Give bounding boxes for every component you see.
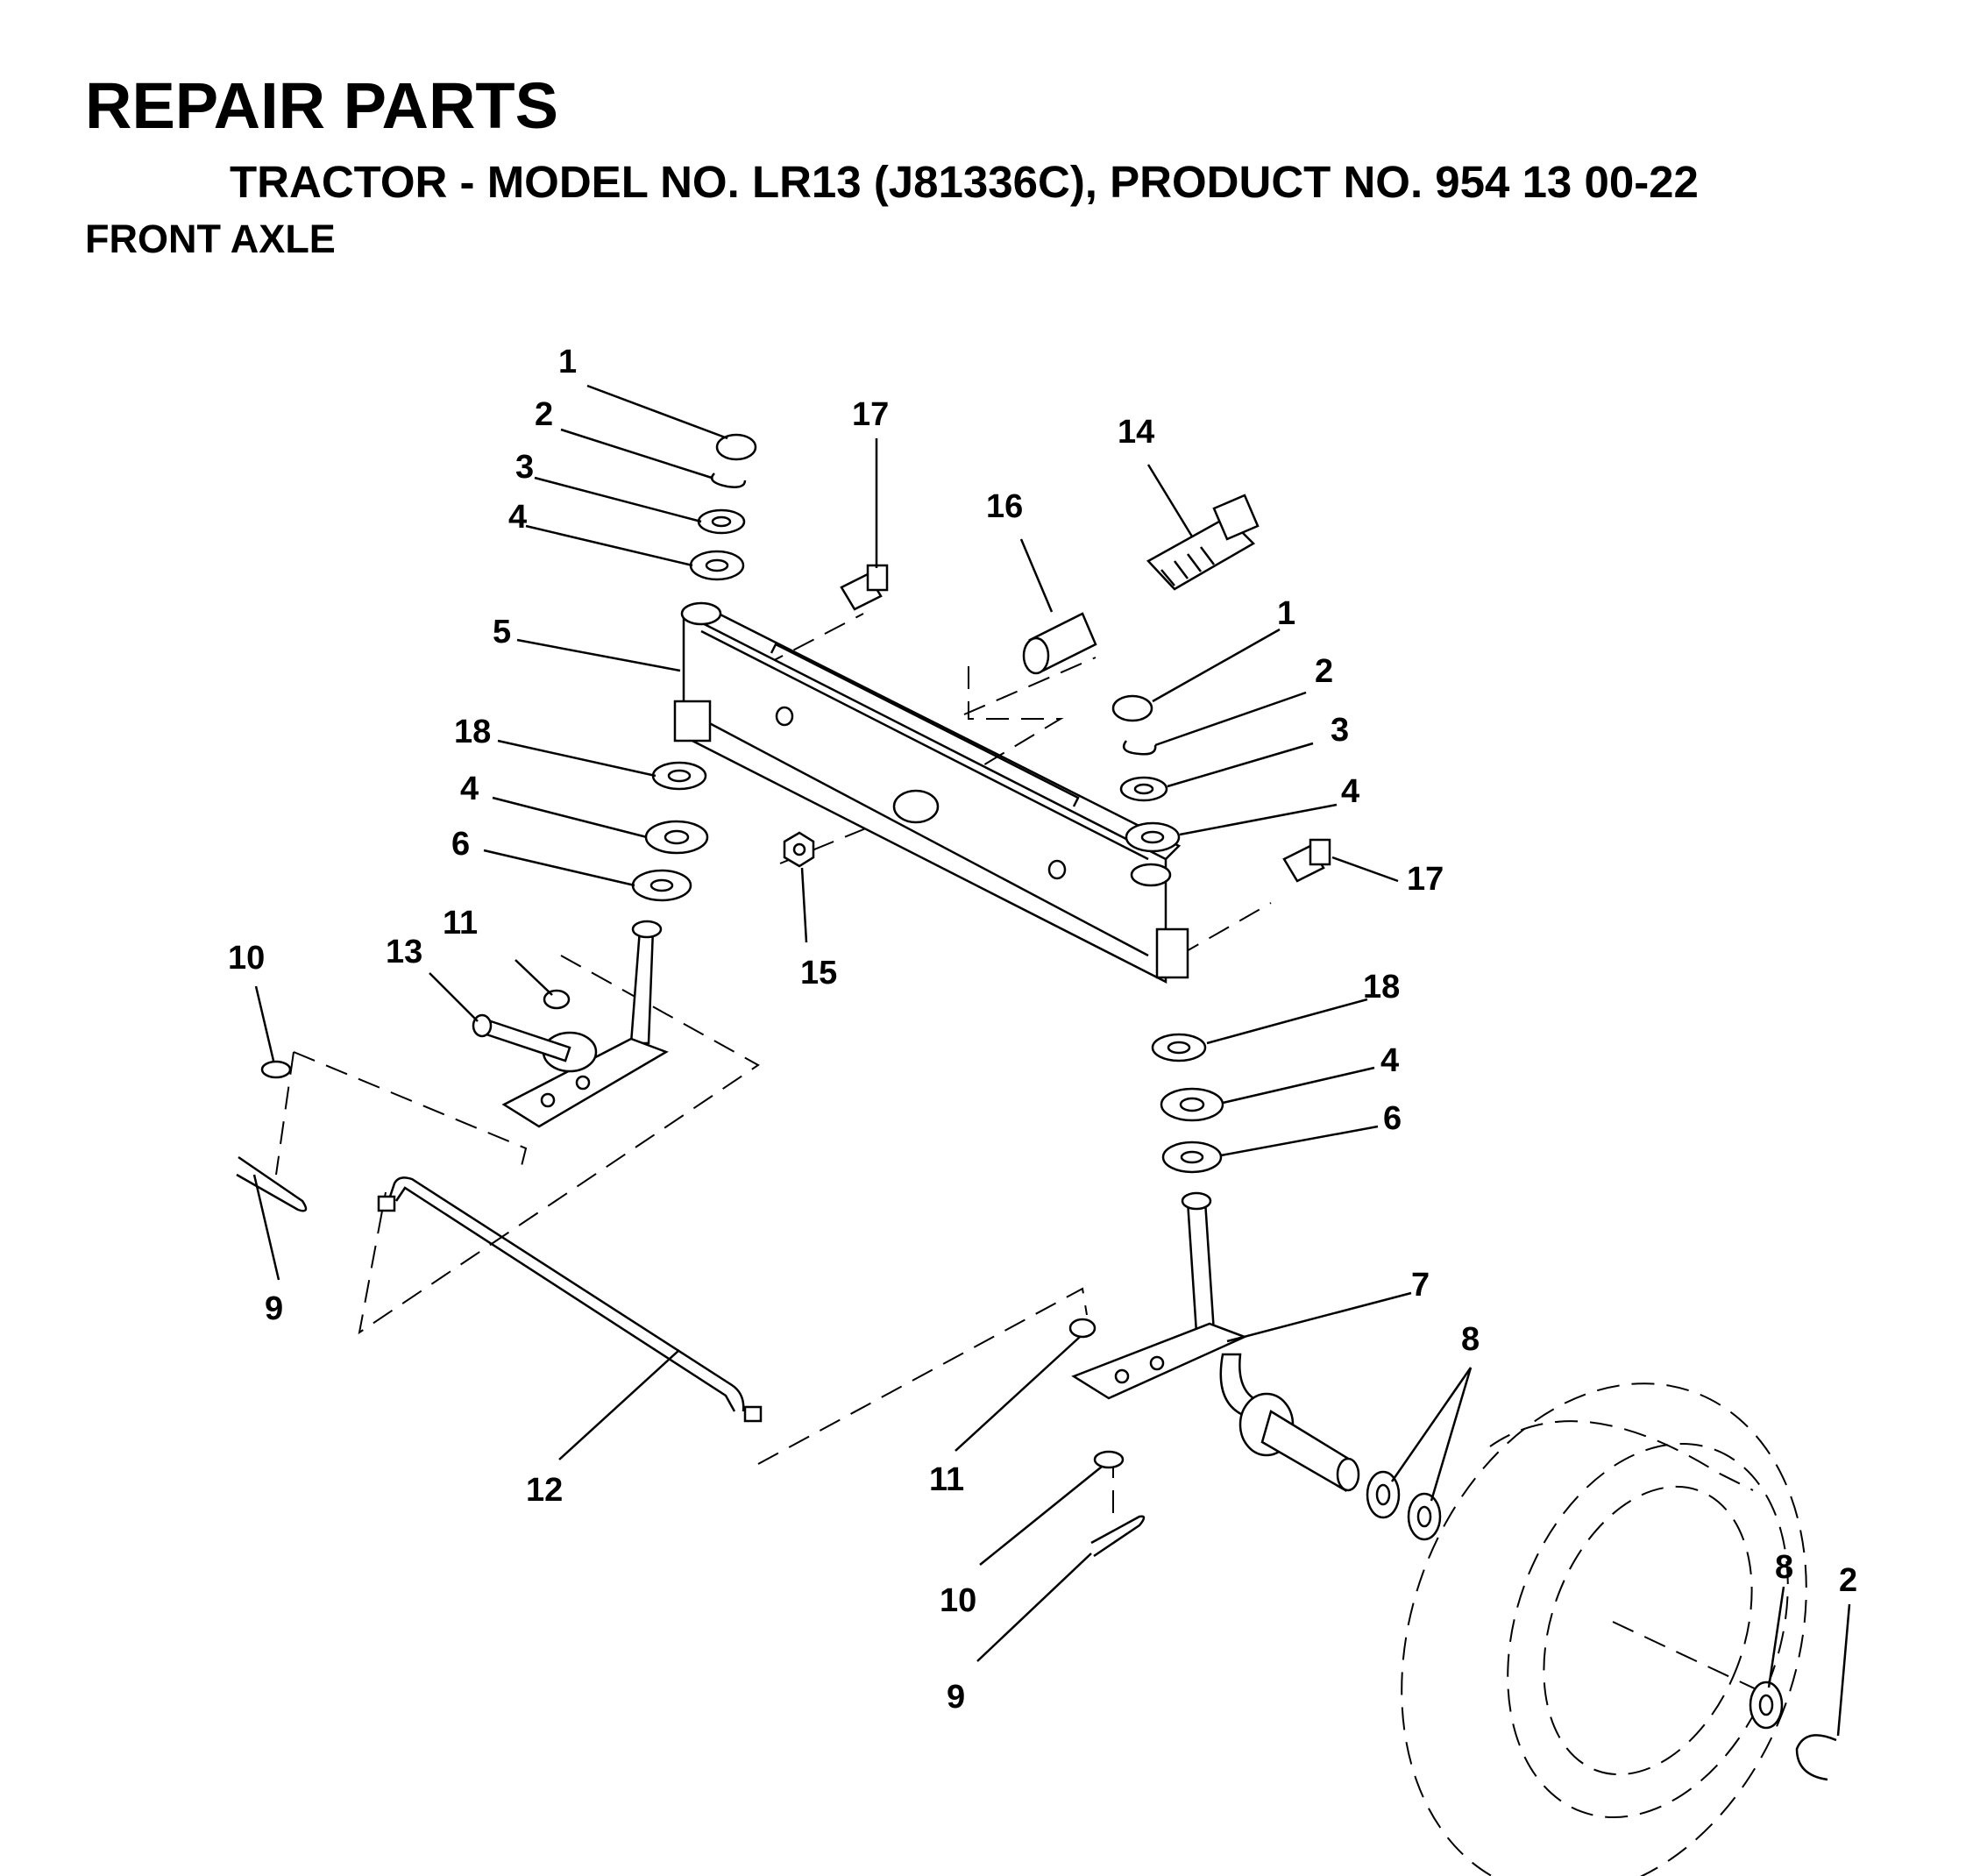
callout-2-left: 2 — [535, 396, 553, 433]
callout-18-left: 18 — [454, 714, 491, 750]
right-hub-washers — [1366, 1470, 1442, 1541]
callout-17-right: 17 — [1407, 861, 1444, 898]
callout-18-right: 18 — [1363, 969, 1400, 1006]
right-spindle — [1068, 1191, 1360, 1493]
left-upper-hardware — [689, 433, 757, 581]
callout-12: 12 — [526, 1472, 563, 1509]
pivot-spacer — [1022, 612, 1097, 675]
callout-10-right: 10 — [940, 1582, 976, 1619]
pivot-bolt — [1146, 494, 1260, 591]
callout-1-right: 1 — [1277, 595, 1295, 632]
right-upper-hardware — [1111, 694, 1181, 853]
callout-15: 15 — [800, 955, 837, 991]
left-lower-washers — [631, 761, 709, 902]
front-wheel-outline — [1401, 1382, 1807, 1876]
grease-fitting-top — [840, 564, 889, 611]
callout-4-left-bottom: 4 — [460, 771, 479, 807]
section-title: FRONT AXLE — [85, 217, 336, 261]
leader-lines — [252, 384, 1851, 1737]
outer-hub-parts — [1749, 1681, 1837, 1781]
right-lower-washers — [1151, 1033, 1224, 1174]
callout-7: 7 — [1411, 1267, 1430, 1304]
callout-1-left: 1 — [558, 344, 577, 380]
grease-fitting-right — [1282, 838, 1331, 883]
callout-2-right: 2 — [1315, 653, 1333, 690]
axle-beam — [673, 601, 1189, 984]
callout-3-left: 3 — [515, 449, 534, 486]
callout-6-right: 6 — [1383, 1100, 1402, 1137]
callout-8-outer: 8 — [1775, 1549, 1793, 1586]
callout-11-left: 11 — [443, 905, 478, 942]
right-cotter-pin — [1090, 1450, 1146, 1558]
callout-8-hub: 8 — [1461, 1321, 1480, 1358]
callout-9-left: 9 — [265, 1290, 283, 1327]
assembly-guide-lines — [275, 613, 1763, 1693]
callout-11-right: 11 — [929, 1461, 964, 1498]
callout-4-right-bottom: 4 — [1380, 1042, 1399, 1079]
callout-16: 16 — [986, 488, 1023, 525]
callout-labels: 1 2 3 4 5 18 4 6 11 13 10 9 12 17 16 14 … — [228, 344, 1857, 1716]
tie-rod — [377, 1176, 763, 1423]
callout-14: 14 — [1118, 414, 1154, 451]
left-cotter-pin — [236, 1060, 308, 1212]
callout-2-outer: 2 — [1839, 1562, 1857, 1599]
page-title: REPAIR PARTS — [85, 69, 558, 142]
callout-3-right: 3 — [1331, 712, 1349, 749]
callout-4-right-top: 4 — [1341, 773, 1359, 810]
callout-9-right: 9 — [947, 1679, 965, 1716]
callout-6-left: 6 — [451, 826, 470, 863]
callout-4-left-top: 4 — [508, 499, 527, 536]
callout-13: 13 — [386, 934, 422, 970]
callout-17-top: 17 — [852, 396, 889, 433]
lock-nut — [783, 831, 815, 868]
callout-10-left: 10 — [228, 940, 265, 977]
left-spindle — [472, 920, 669, 1128]
model-subtitle: TRACTOR - MODEL NO. LR13 (J81336C), PROD… — [230, 157, 1699, 207]
callout-5: 5 — [493, 614, 511, 650]
